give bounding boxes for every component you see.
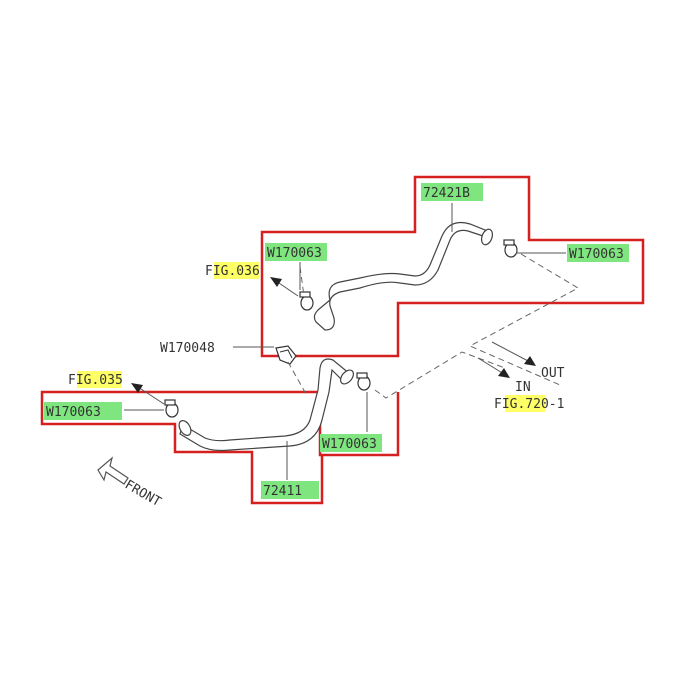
svg-text:FIG.720-1: FIG.720-1 bbox=[494, 397, 564, 412]
fig036-arrow-icon bbox=[270, 277, 299, 297]
lower-dashed-route bbox=[374, 351, 506, 399]
bracket-dashed-leader bbox=[287, 361, 307, 395]
fig-ref-036[interactable]: FIG.036 bbox=[205, 262, 260, 279]
flow-in-label: IN bbox=[515, 380, 531, 395]
part-label-w170063-upper-left: W170063 bbox=[267, 246, 322, 261]
lower-hose bbox=[179, 358, 351, 452]
clamp-icon-lower-left bbox=[164, 399, 179, 418]
upper-dashed-route bbox=[468, 253, 580, 386]
lower-hose-end-left bbox=[178, 420, 192, 436]
lower-hose-end-right bbox=[339, 369, 355, 385]
upper-hose bbox=[313, 221, 491, 331]
fig-ref-720[interactable]: FIG.720-1 bbox=[494, 395, 564, 412]
part-label-w170063-lower-left: W170063 bbox=[46, 405, 101, 420]
part-label-72411: 72411 bbox=[263, 484, 302, 499]
front-direction-label: FRONT bbox=[122, 477, 164, 510]
clamp-icon-lower-right bbox=[356, 372, 371, 391]
part-label-w170063-upper-right: W170063 bbox=[569, 247, 624, 262]
part-label-w170048: W170048 bbox=[160, 341, 215, 356]
in-arrow-icon bbox=[477, 357, 510, 378]
upper-hose-outline bbox=[260, 175, 645, 358]
clamp-icon-upper-left bbox=[299, 291, 314, 311]
part-label-w170063-lower-right: W170063 bbox=[322, 437, 377, 452]
flow-out-label: OUT bbox=[541, 366, 565, 381]
arrow-front-icon bbox=[97, 456, 129, 485]
part-label-72421B: 72421B bbox=[423, 186, 470, 201]
out-arrow-icon bbox=[491, 341, 536, 366]
svg-text:FIG.036: FIG.036 bbox=[205, 264, 260, 279]
bracket-icon bbox=[275, 345, 297, 365]
svg-text:FIG.035: FIG.035 bbox=[68, 373, 123, 388]
upper-clamp-dashed-leader bbox=[299, 266, 305, 297]
clamp-icon-upper-right bbox=[503, 239, 518, 258]
fig035-arrow-icon bbox=[131, 383, 165, 405]
upper-hose-end-right bbox=[480, 228, 494, 246]
fig-ref-035[interactable]: FIG.035 bbox=[68, 371, 123, 388]
